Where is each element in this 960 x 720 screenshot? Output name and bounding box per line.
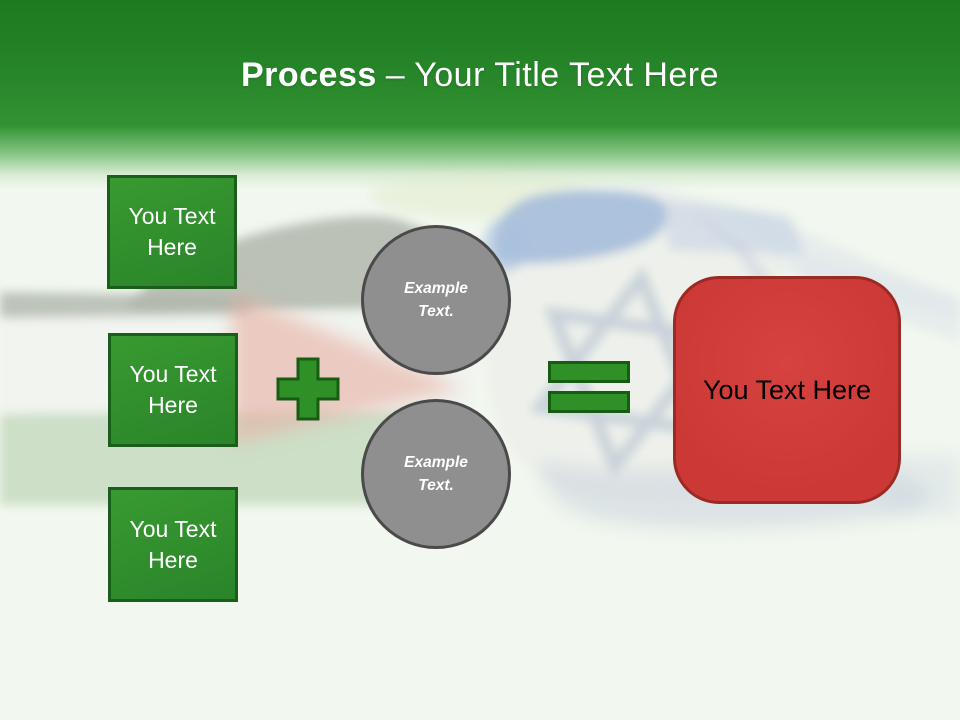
result-box-label: You Text Here: [702, 374, 872, 405]
process-box-1[interactable]: You Text Here: [107, 175, 237, 289]
slide-title: Process–Your Title Text Here: [0, 52, 960, 98]
left-fist-red-triangle: [232, 292, 462, 444]
header-band: [0, 0, 960, 190]
title-separator: –: [385, 56, 406, 94]
star-of-david-icon: [529, 266, 727, 478]
result-box[interactable]: You Text Here: [673, 276, 901, 504]
title-keyword: Process: [240, 56, 377, 94]
example-circle-1-label: Example Text.: [404, 280, 468, 320]
equals-operator-icon: [548, 361, 630, 413]
right-fist-blue-thumb-stripe: [494, 190, 667, 264]
example-circle-2[interactable]: Example Text.: [361, 399, 511, 549]
plus-operator-icon: [276, 357, 340, 421]
equals-bottom-bar: [548, 391, 630, 413]
process-box-3[interactable]: You Text Here: [108, 487, 238, 602]
equals-top-bar: [548, 361, 630, 383]
title-subtitle: Your Title Text Here: [414, 56, 720, 94]
process-box-2[interactable]: You Text Here: [108, 333, 238, 447]
process-box-1-label: You Text Here: [128, 203, 216, 260]
example-circle-1[interactable]: Example Text.: [361, 225, 511, 375]
process-box-3-label: You Text Here: [129, 515, 217, 573]
example-circle-2-label: Example Text.: [404, 454, 468, 494]
process-box-2-label: You Text Here: [129, 361, 217, 418]
